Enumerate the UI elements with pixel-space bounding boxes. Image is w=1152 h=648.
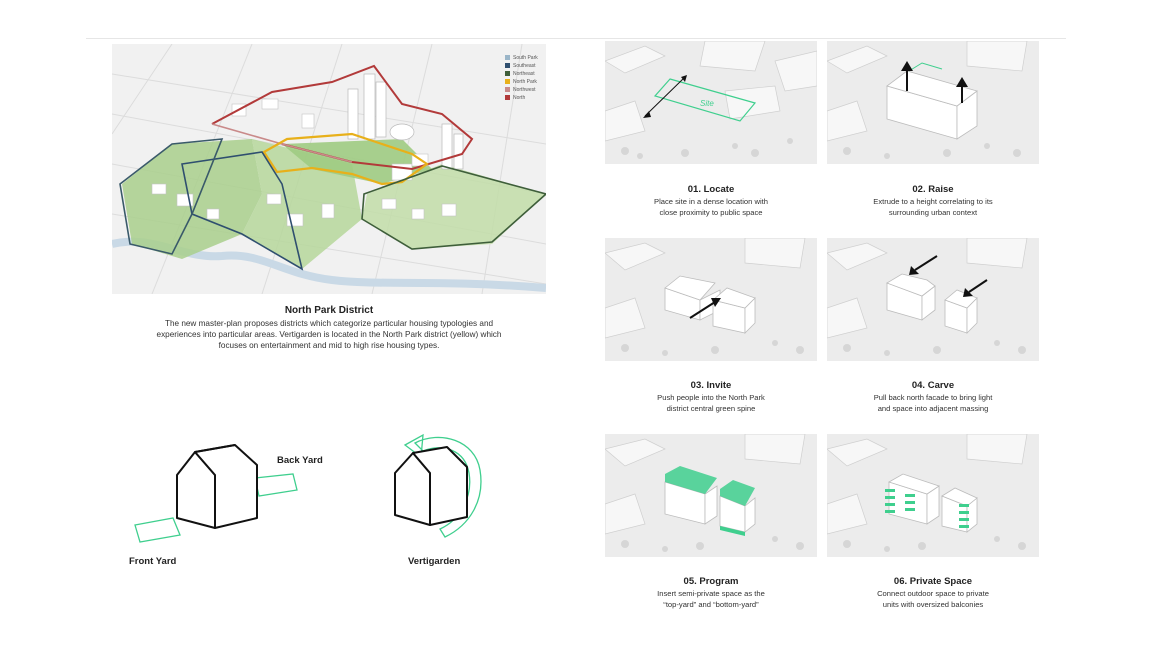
step-title: 04. Carve (911, 380, 955, 391)
legend-item: Southeast (505, 62, 538, 69)
front-yard-outline (134, 517, 181, 543)
step-carve-image (827, 238, 1039, 361)
step-title: 01. Locate (687, 184, 735, 195)
balconies (885, 489, 969, 528)
map-description: The new master-plan proposes districts w… (156, 319, 502, 350)
legend-label: Northwest (513, 86, 536, 93)
house-yards-diagram (134, 444, 298, 543)
legend-swatch (505, 55, 510, 61)
split-mass (664, 275, 756, 334)
program-mass (664, 481, 756, 533)
back-yard-label: Back Yard (277, 455, 323, 466)
vertigarden-diagram (394, 433, 482, 538)
step-desc-line2: close proximity to public space (659, 208, 763, 217)
legend-label: South Park (513, 54, 538, 61)
step-invite-image (605, 238, 817, 361)
master-plan-map: South Park Southeast Northeast North Par… (112, 44, 546, 294)
step-desc-line2: and space into adjacent massing (877, 404, 989, 413)
step-private-space-image (827, 434, 1039, 557)
map-legend: South Park Southeast Northeast North Par… (505, 54, 538, 102)
legend-label: Northeast (513, 70, 535, 77)
back-yard-outline (254, 473, 298, 497)
step-title: 06. Private Space (893, 576, 973, 587)
front-yard-label: Front Yard (129, 556, 177, 567)
step-desc-line1: Extrude to a height correlating to its (873, 197, 993, 206)
dimension-line (644, 76, 686, 117)
legend-item: Northeast (505, 70, 538, 77)
step-title: 02. Raise (912, 184, 954, 195)
bottom-yard (720, 526, 745, 536)
step-locate-image: Site (605, 41, 817, 164)
step-desc-line2: district central green spine (666, 404, 756, 413)
top-yard (665, 466, 717, 494)
step-desc-line1: Insert semi-private space as the (657, 589, 765, 598)
step-desc-line1: Push people into the North Park (657, 393, 765, 402)
legend-item: North Park (505, 78, 538, 85)
legend-swatch (505, 79, 510, 85)
house-outline (176, 444, 258, 529)
site-label: Site (700, 99, 714, 108)
carve-arrow (914, 255, 938, 271)
legend-swatch (505, 87, 510, 93)
site-outline (653, 78, 757, 122)
legend-label: North (513, 94, 526, 101)
legend-swatch (505, 71, 510, 77)
legend-swatch (505, 63, 510, 69)
legend-swatch (505, 95, 510, 101)
invite-arrow (689, 301, 716, 319)
legend-label: Southeast (513, 62, 536, 69)
top-divider (86, 38, 1066, 39)
top-yard (720, 480, 755, 506)
step-raise-image (827, 41, 1039, 164)
rotation-arrow (413, 436, 482, 538)
step-desc-line2: units with oversized balconies (882, 600, 984, 609)
carved-mass (886, 273, 978, 334)
step-desc-line2: surrounding urban context (888, 208, 978, 217)
legend-item: Northwest (505, 86, 538, 93)
district-map-drawing (112, 44, 546, 294)
step-desc-line2: “top-yard” and “bottom-yard” (663, 600, 759, 609)
balcony-mass (888, 473, 978, 533)
legend-label: North Park (513, 78, 537, 85)
vertigarden-label: Vertigarden (408, 556, 461, 567)
step-desc-line1: Pull back north facade to bring light (873, 393, 993, 402)
step-desc-line1: Connect outdoor space to private (877, 589, 989, 598)
step-desc-line1: Place site in a dense location with (654, 197, 768, 206)
map-title: North Park District (284, 305, 374, 316)
house-outline (394, 446, 468, 526)
rotation-arrow-head (403, 433, 424, 459)
carve-arrow (968, 279, 988, 293)
legend-item: South Park (505, 54, 538, 61)
step-program-image (605, 434, 817, 557)
step-title: 03. Invite (690, 380, 732, 391)
legend-item: North (505, 94, 538, 101)
step-title: 05. Program (683, 576, 739, 587)
